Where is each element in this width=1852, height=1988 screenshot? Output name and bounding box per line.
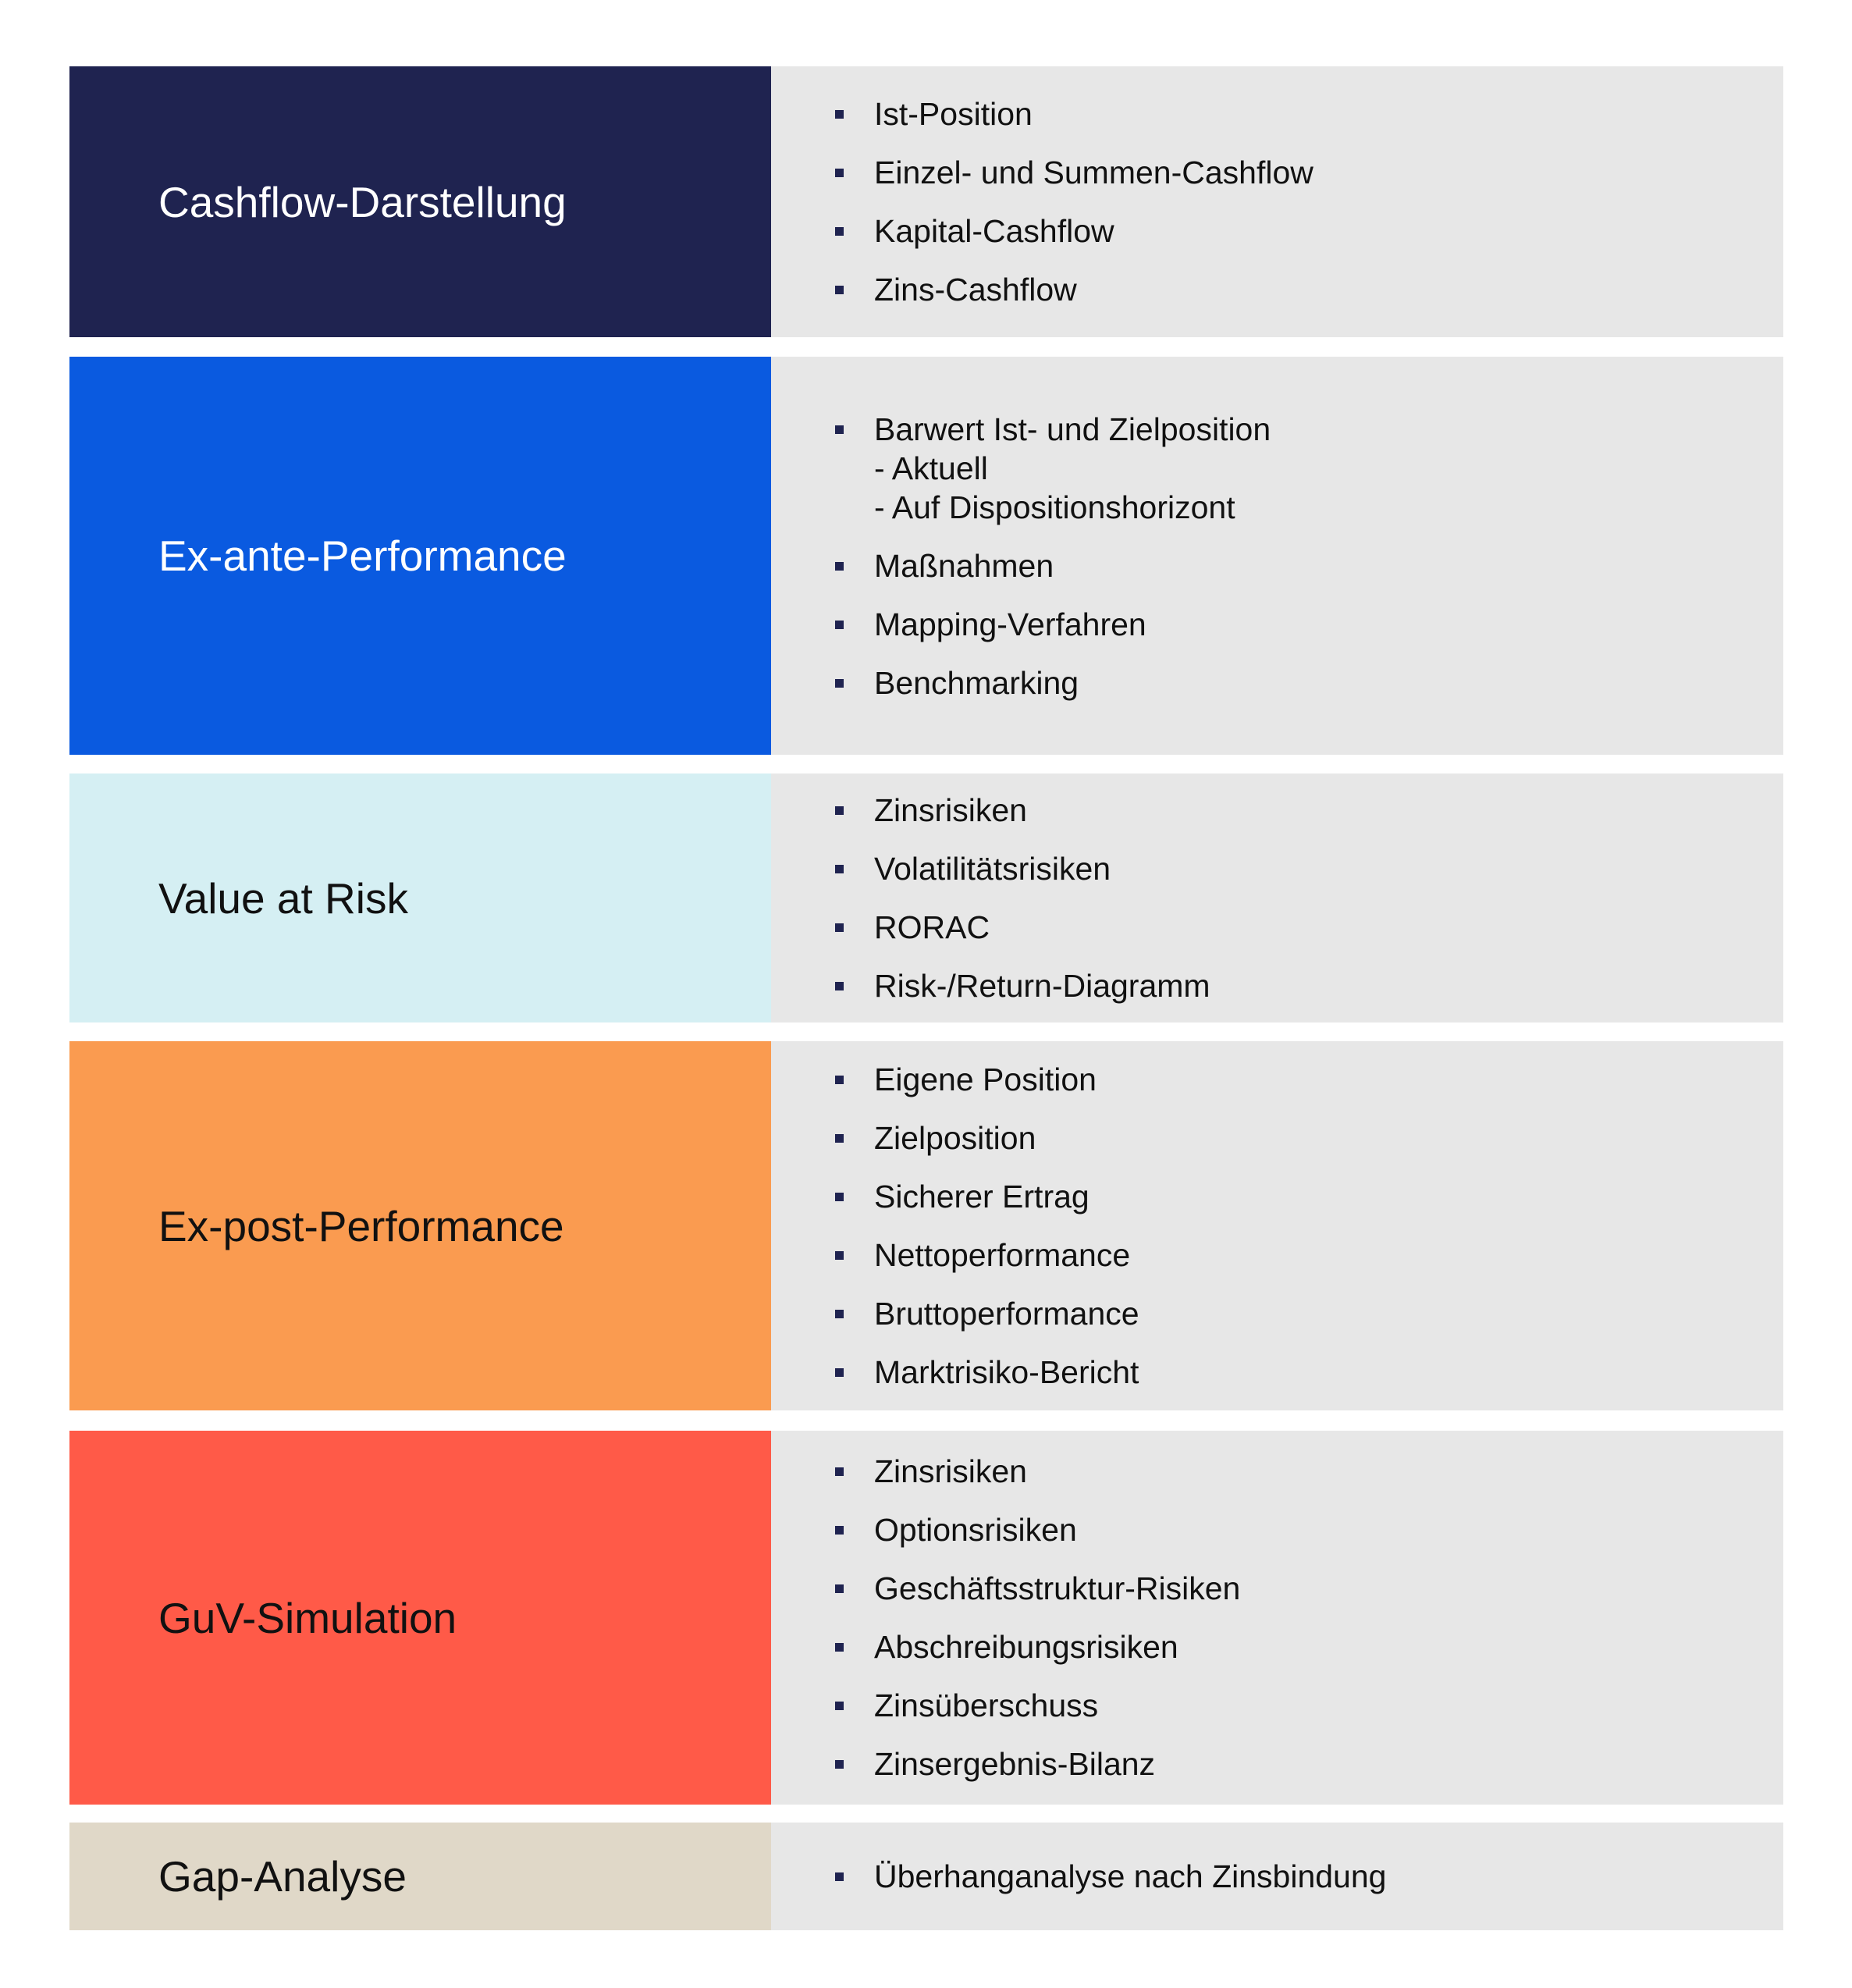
list-item-text: Kapital-Cashflow <box>874 213 1114 249</box>
list-item-text: Risk-/Return-Diagramm <box>874 968 1210 1004</box>
square-bullet-icon <box>835 110 844 119</box>
square-bullet-icon <box>835 806 844 815</box>
list-subitem-text: - Auf Dispositionshorizont <box>874 489 1235 525</box>
square-bullet-icon <box>835 561 844 571</box>
list-item-text: Optionsrisiken <box>874 1512 1077 1548</box>
list-item: Eigene Position <box>835 1060 1139 1099</box>
list-item: Bruttoperformance <box>835 1294 1139 1333</box>
list-item: Risk-/Return-Diagramm <box>835 966 1210 1005</box>
square-bullet-icon <box>835 865 844 873</box>
row-title: Gap-Analyse <box>69 1823 771 1930</box>
square-bullet-icon <box>835 1134 844 1143</box>
list-item: Zinsrisiken <box>835 791 1210 830</box>
square-bullet-icon <box>835 1368 844 1377</box>
list-item-text: Maßnahmen <box>874 547 1054 584</box>
square-bullet-icon <box>835 1310 844 1318</box>
list-item: Zielposition <box>835 1118 1139 1158</box>
square-bullet-icon <box>835 1526 844 1535</box>
square-bullet-icon <box>835 1702 844 1710</box>
square-bullet-icon <box>835 1584 844 1593</box>
row-title: Value at Risk <box>69 774 771 1022</box>
square-bullet-icon <box>835 1760 844 1769</box>
list-item-text: Zinsrisiken <box>874 792 1027 828</box>
list-item: Ist-Position <box>835 94 1313 133</box>
square-bullet-icon <box>835 620 844 629</box>
square-bullet-icon <box>835 1251 844 1260</box>
square-bullet-icon <box>835 1193 844 1201</box>
list-item-text: Mapping-Verfahren <box>874 606 1146 642</box>
list-item: Zinsergebnis-Bilanz <box>835 1744 1240 1784</box>
list-item-text: Volatilitätsrisiken <box>874 851 1111 887</box>
row-gap-analyse: Gap-Analyse Überhanganalyse nach Zinsbin… <box>69 1823 1783 1930</box>
square-bullet-icon <box>835 678 844 688</box>
row-title: GuV-Simulation <box>69 1431 771 1805</box>
list-subitem-text: - Aktuell <box>874 450 988 486</box>
list-item: Überhanganalyse nach Zinsbindung <box>835 1857 1386 1896</box>
square-bullet-icon <box>835 1643 844 1652</box>
square-bullet-icon <box>835 1872 844 1881</box>
list-item-text: Überhanganalyse nach Zinsbindung <box>874 1858 1387 1894</box>
list-item-text: Zinsüberschuss <box>874 1687 1099 1723</box>
square-bullet-icon <box>835 1076 844 1084</box>
square-bullet-icon <box>835 286 844 294</box>
list-item: Geschäftsstruktur-Risiken <box>835 1569 1240 1608</box>
list-item: Kapital-Cashflow <box>835 212 1313 251</box>
list-item: Barwert Ist- und Zielposition- Aktuell- … <box>835 410 1271 527</box>
list-item-text: Bruttoperformance <box>874 1296 1139 1332</box>
row-title: Cashflow-Darstellung <box>69 66 771 337</box>
list-item-text: Nettoperformance <box>874 1237 1131 1273</box>
list-item-text: RORAC <box>874 909 990 945</box>
row-title: Ex-ante-Performance <box>69 357 771 755</box>
list-item: RORAC <box>835 908 1210 947</box>
list-item: Abschreibungsrisiken <box>835 1627 1240 1666</box>
list-item: Einzel- und Summen-Cashflow <box>835 153 1313 192</box>
list-item: Volatilitätsrisiken <box>835 849 1210 888</box>
row-items: Barwert Ist- und Zielposition- Aktuell- … <box>771 357 1783 755</box>
square-bullet-icon <box>835 1467 844 1476</box>
square-bullet-icon <box>835 923 844 932</box>
list-item-text: Einzel- und Summen-Cashflow <box>874 155 1313 190</box>
row-ex-ante-performance: Ex-ante-Performance Barwert Ist- und Zie… <box>69 357 1783 755</box>
list-item-text: Zinsergebnis-Bilanz <box>874 1746 1156 1782</box>
list-item-text: Barwert Ist- und Zielposition <box>874 411 1271 447</box>
list-item: Zinsrisiken <box>835 1452 1240 1491</box>
list-item: Mapping-Verfahren <box>835 605 1271 644</box>
square-bullet-icon <box>835 227 844 236</box>
list-item: Sicherer Ertrag <box>835 1177 1139 1216</box>
list-item: Benchmarking <box>835 663 1271 702</box>
list-item: Marktrisiko-Bericht <box>835 1353 1139 1392</box>
list-item-text: Abschreibungsrisiken <box>874 1629 1178 1665</box>
list-item-text: Benchmarking <box>874 664 1079 701</box>
list-item-text: Zins-Cashflow <box>874 272 1077 308</box>
list-item-text: Eigene Position <box>874 1062 1097 1097</box>
list-item-text: Zielposition <box>874 1120 1036 1156</box>
list-item: Zinsüberschuss <box>835 1686 1240 1725</box>
square-bullet-icon <box>835 425 844 434</box>
list-item-text: Geschäftsstruktur-Risiken <box>874 1570 1241 1606</box>
list-item-text: Zinsrisiken <box>874 1453 1027 1489</box>
square-bullet-icon <box>835 982 844 990</box>
list-item: Zins-Cashflow <box>835 270 1313 309</box>
list-item-text: Ist-Position <box>874 96 1033 132</box>
list-item: Optionsrisiken <box>835 1510 1240 1549</box>
list-item: Nettoperformance <box>835 1236 1139 1275</box>
list-item: Maßnahmen <box>835 546 1271 585</box>
row-title: Ex-post-Performance <box>69 1041 771 1410</box>
row-items: Überhanganalyse nach Zinsbindung <box>771 1823 1783 1930</box>
list-item-text: Marktrisiko-Bericht <box>874 1354 1139 1390</box>
square-bullet-icon <box>835 169 844 177</box>
list-item-text: Sicherer Ertrag <box>874 1179 1090 1214</box>
